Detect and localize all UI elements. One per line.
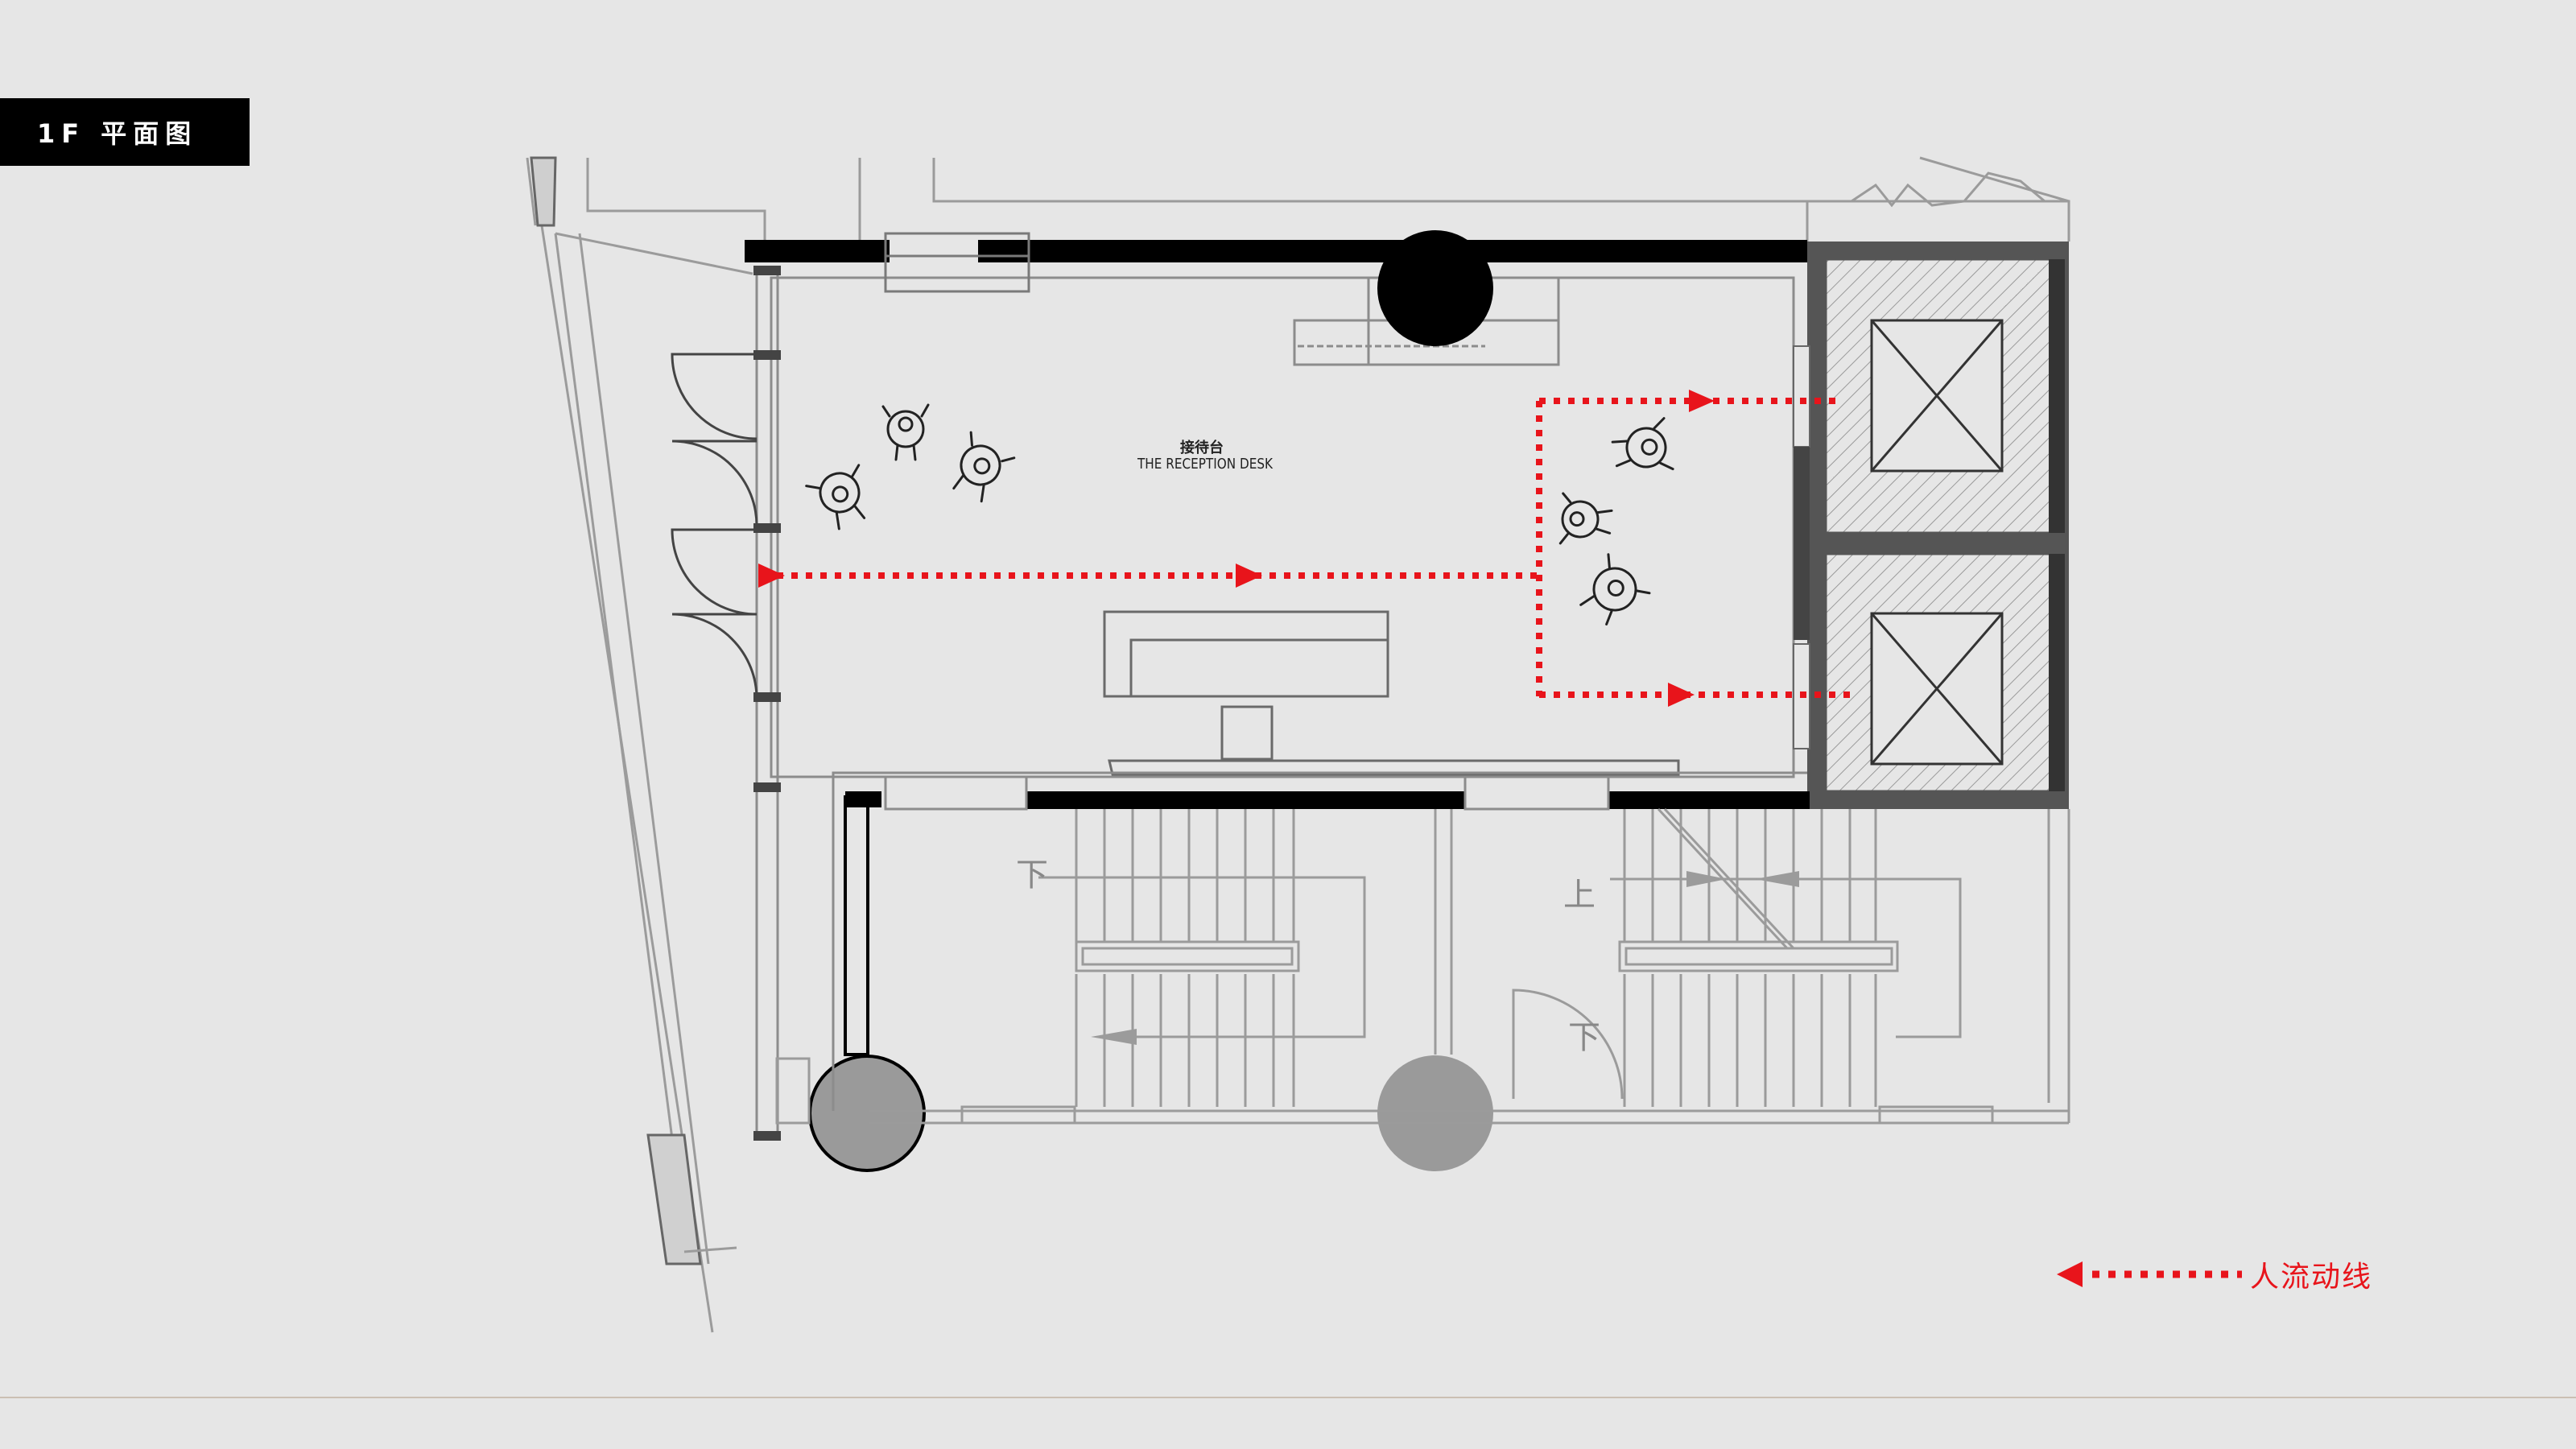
elevator-cross-icon bbox=[1870, 319, 2004, 473]
person-topview-icon bbox=[805, 403, 1674, 625]
stair-direction-arrow-icon bbox=[1686, 871, 1727, 887]
arrow-left-icon bbox=[2057, 1261, 2242, 1287]
north-wall bbox=[745, 232, 1807, 293]
people-flow-path bbox=[777, 398, 1856, 698]
reception-desk bbox=[1103, 610, 1680, 776]
south-wall bbox=[832, 771, 1810, 1111]
stair-direction-arrow-icon bbox=[1755, 871, 1799, 887]
reception-label: 接待台 THE RECEPTION DESK bbox=[1137, 439, 1274, 473]
glazing-mullions bbox=[753, 266, 781, 1141]
elevator-core bbox=[1793, 242, 2069, 809]
bottom-divider bbox=[0, 1397, 2576, 1398]
stair-right-down-label: 下 bbox=[1568, 1019, 1600, 1056]
legend-label: 人流动线 bbox=[2250, 1261, 2373, 1294]
stair-right bbox=[1512, 807, 1962, 1107]
flow-arrow-icon bbox=[758, 390, 1715, 707]
exterior-sidewalk bbox=[526, 156, 753, 1333]
stair-left bbox=[1038, 809, 1366, 1107]
room-outline bbox=[755, 266, 1795, 1139]
column-circle-icon bbox=[1377, 1055, 1493, 1171]
column-circle-icon bbox=[1377, 230, 1493, 346]
column-circle-icon bbox=[808, 1055, 926, 1172]
reception-label-cn: 接待台 bbox=[1180, 439, 1224, 456]
context-lines bbox=[586, 156, 2070, 242]
reception-label-en: THE RECEPTION DESK bbox=[1137, 456, 1274, 473]
stair-left-down-label: 下 bbox=[1016, 857, 1048, 894]
stair-direction-arrow-icon bbox=[1091, 1029, 1137, 1045]
stair-right-up-label: 上 bbox=[1563, 877, 1596, 914]
stair-zone bbox=[775, 809, 2070, 1125]
legend: 人流动线 bbox=[2057, 1252, 2372, 1297]
elevator-cross-icon bbox=[1870, 612, 2004, 766]
entrance-doors bbox=[671, 353, 758, 700]
page-title: 1F 平面图 bbox=[0, 98, 250, 166]
